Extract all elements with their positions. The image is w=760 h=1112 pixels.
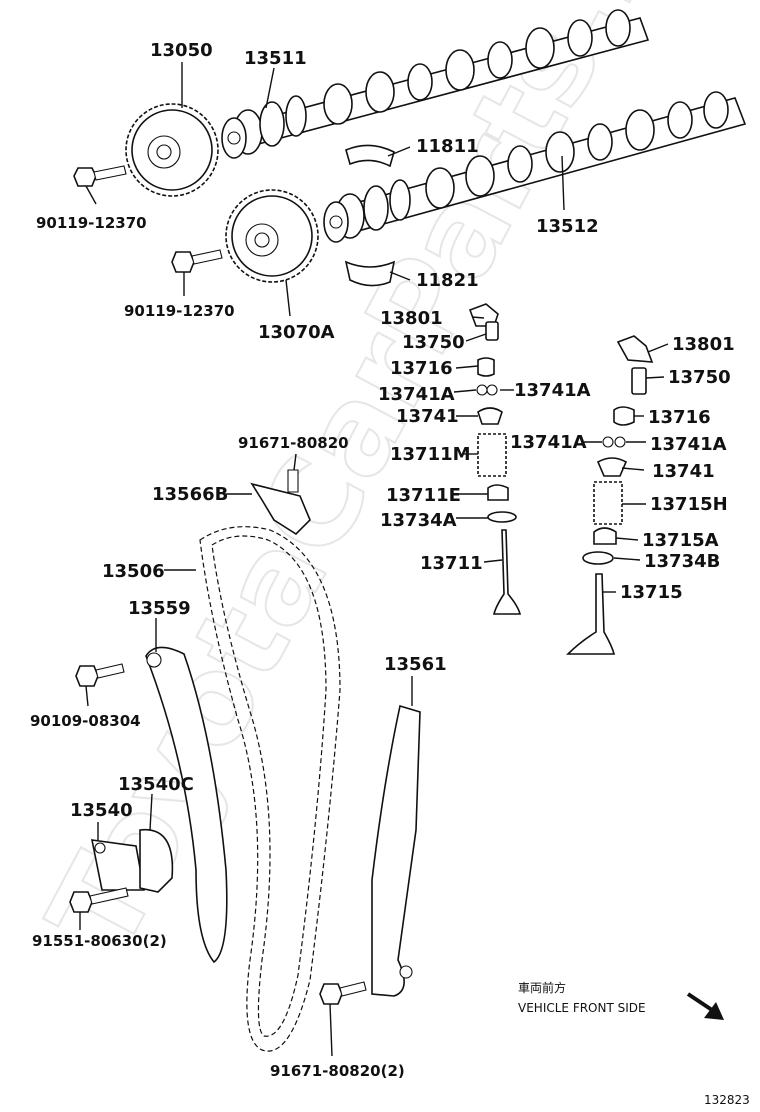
camshaft-13512 (323, 91, 747, 243)
bolt-91551-80630 (69, 887, 129, 913)
label-13711e: 13711E (386, 485, 461, 506)
direction-note-en: VEHICLE FRONT SIDE (518, 1001, 646, 1015)
chain-guide-13561-shape (371, 704, 421, 997)
label-13716-left: 13716 (390, 358, 453, 379)
label-13741-right: 13741 (652, 461, 715, 482)
label-13801-right: 13801 (672, 334, 735, 355)
label-13741a-right-1: 13741A (510, 432, 587, 453)
cam-sprocket-13050 (125, 103, 219, 197)
label-11811: 11811 (416, 136, 479, 157)
label-bolt-91551-80630: 91551-80630(2) (32, 932, 167, 950)
label-13050: 13050 (150, 40, 213, 61)
label-13070a: 13070A (258, 322, 335, 343)
bearing-11811-shape (345, 144, 395, 168)
bolt-90119-12370-b (171, 249, 223, 273)
label-13734b: 13734B (644, 551, 720, 572)
bolt-90109-08304 (75, 663, 125, 687)
label-13559: 13559 (128, 598, 191, 619)
label-13561: 13561 (384, 654, 447, 675)
label-13506: 13506 (102, 561, 165, 582)
label-13741-left: 13741 (396, 406, 459, 427)
intake-valve-stack (468, 303, 522, 615)
figure-code: 132823 (704, 1093, 750, 1107)
label-bolt-90119-12370-a: 90119-12370 (36, 214, 147, 232)
cam-sprocket-13070a (225, 189, 319, 283)
label-13741a-left-1: 13741A (378, 384, 455, 405)
label-13512: 13512 (536, 216, 599, 237)
label-13741a-left-2: 13741A (514, 380, 591, 401)
tensioner-arm-13559-shape (145, 646, 228, 964)
direction-note-jp: 車両前方 (518, 980, 566, 995)
label-13540c: 13540C (118, 774, 194, 795)
label-bolt-91671-80820: 91671-80820 (238, 434, 349, 452)
label-13801-left: 13801 (380, 308, 443, 329)
label-13741a-right-2: 13741A (650, 434, 727, 455)
label-13750-left: 13750 (402, 332, 465, 353)
label-13711: 13711 (420, 553, 483, 574)
label-13540: 13540 (70, 800, 133, 821)
front-direction-arrow-icon (686, 992, 724, 1020)
label-13511: 13511 (244, 48, 307, 69)
label-13715a: 13715A (642, 530, 719, 551)
camshaft-13511 (221, 9, 650, 159)
timing-chain-13506 (199, 526, 341, 1052)
label-13711m: 13711M (390, 444, 471, 465)
label-13716-right: 13716 (648, 407, 711, 428)
label-bolt-90109-08304: 90109-08304 (30, 712, 141, 730)
leader-lines (79, 62, 669, 1057)
label-bolt-90119-12370-b: 90119-12370 (124, 302, 235, 320)
label-bolt-91671-80820-2: 91671-80820(2) (270, 1062, 405, 1080)
label-13715h: 13715H (650, 494, 728, 515)
label-13750-right: 13750 (668, 367, 731, 388)
bolt-91671-80820-lower (319, 981, 367, 1005)
exhaust-valve-stack (566, 335, 654, 655)
bolt-90119-12370-a (73, 165, 127, 187)
label-13566b: 13566B (152, 484, 228, 505)
chain-tensioner-13540 (90, 829, 174, 893)
label-13715: 13715 (620, 582, 683, 603)
label-13734a: 13734A (380, 510, 457, 531)
bearing-11821-shape (344, 260, 396, 287)
label-11821: 11821 (416, 270, 479, 291)
chain-guide-13566b-shape (250, 482, 311, 536)
